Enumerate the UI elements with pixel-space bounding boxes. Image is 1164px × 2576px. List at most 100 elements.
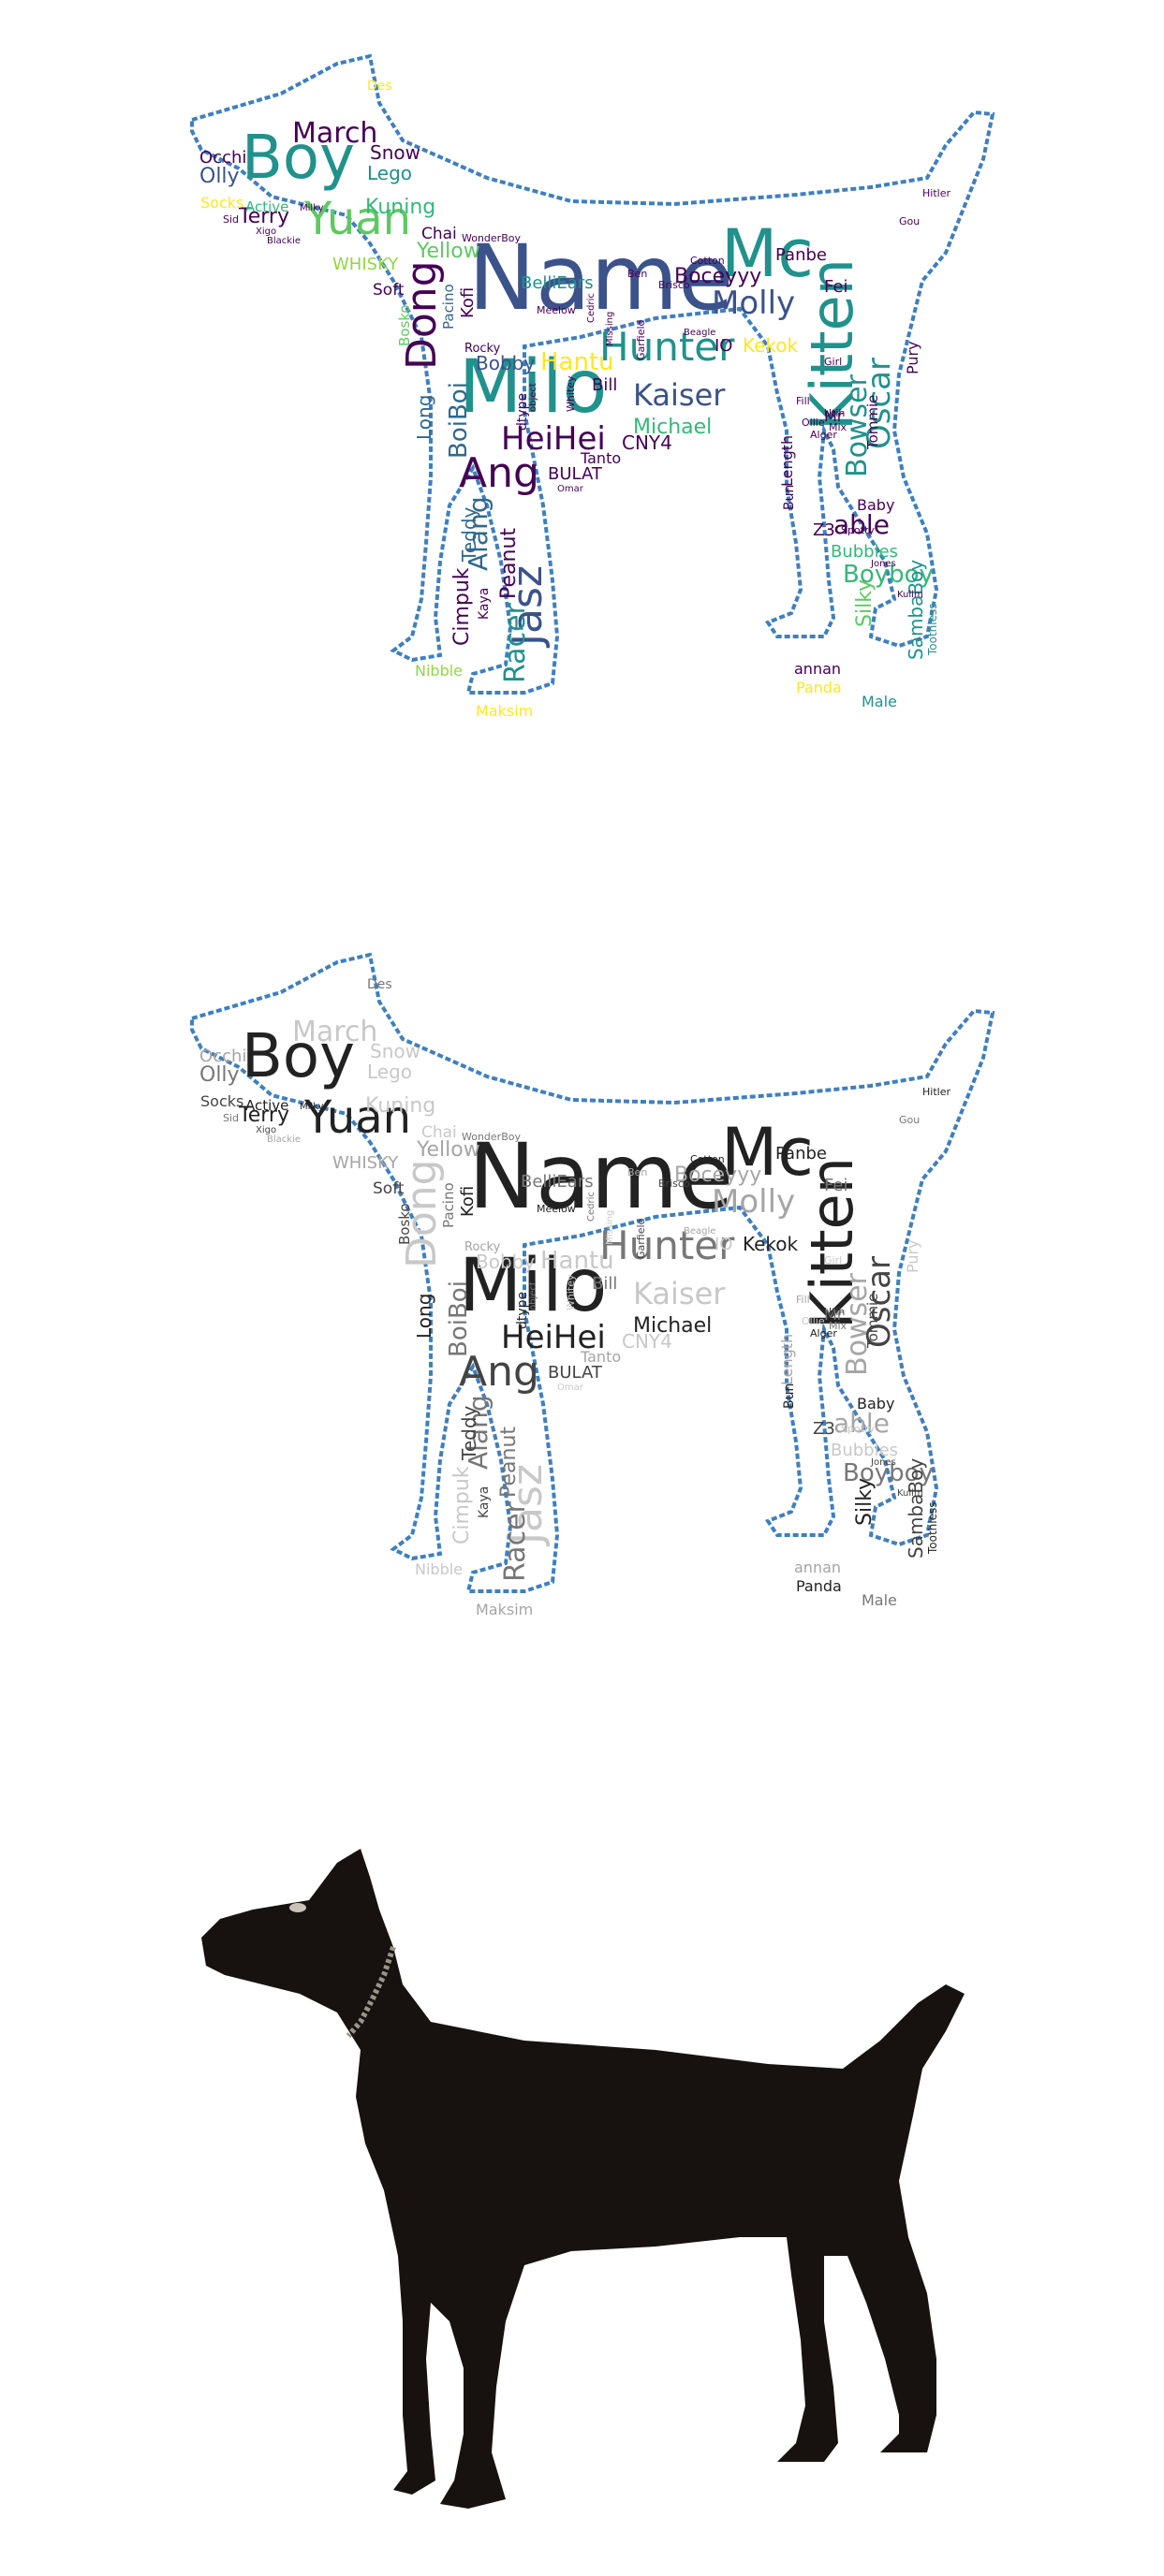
word-cloud-word: object bbox=[528, 1281, 538, 1310]
word-cloud-word: Length bbox=[778, 435, 796, 487]
word-cloud-word: Yellow bbox=[416, 1138, 480, 1162]
word-cloud-word: Bobby bbox=[476, 352, 535, 374]
word-cloud-word: Whitey bbox=[565, 1274, 577, 1310]
word-cloud-word: Nibble bbox=[415, 1560, 463, 1578]
dog-outline bbox=[190, 53, 995, 695]
word-cloud-word: Mr bbox=[824, 407, 844, 425]
word-cloud-word: Pury bbox=[904, 341, 921, 374]
word-cloud-word: Fei bbox=[824, 277, 847, 297]
word-cloud-word: Bun bbox=[782, 1383, 797, 1409]
word-cloud-word: Sid bbox=[223, 1112, 239, 1124]
word-cloud-word: Soft bbox=[373, 1179, 405, 1198]
word-cloud-word: Name bbox=[468, 1124, 733, 1229]
word-cloud-word: Jones bbox=[870, 1457, 896, 1468]
dog-eye bbox=[289, 1903, 306, 1912]
word-cloud-word: Name bbox=[468, 226, 733, 330]
word-cloud-word: WonderBoy bbox=[462, 1131, 521, 1143]
word-cloud-word: Active bbox=[245, 1097, 288, 1114]
word-cloud-word: BelliEars bbox=[521, 1172, 594, 1192]
word-cloud-word: Missing bbox=[605, 312, 615, 346]
word-cloud-word: Milo bbox=[459, 1244, 607, 1328]
word-cloud-word: Oscar bbox=[861, 1256, 898, 1348]
word-cloud-word: Missing bbox=[605, 1210, 615, 1245]
word-cloud-word: Bowser bbox=[841, 373, 874, 477]
word-cloud-word: Fill bbox=[796, 1294, 810, 1306]
word-cloud-word: Mix bbox=[829, 1320, 847, 1332]
word-cloud-word: Kekok bbox=[743, 1233, 799, 1255]
word-cloud-word: Bun bbox=[782, 485, 797, 510]
word-cloud-word: Cotton bbox=[690, 255, 725, 267]
word-cloud-word: Ollie bbox=[802, 1315, 825, 1327]
word-cloud-word: Hantu bbox=[540, 1247, 614, 1275]
word-cloud-word: Yuan bbox=[303, 193, 411, 245]
word-cloud-word: Garfield bbox=[635, 1218, 647, 1259]
word-cloud-word: Hunter bbox=[599, 324, 735, 370]
word-cloud-word: Teddy bbox=[458, 506, 480, 563]
word-cloud-word: Tommie bbox=[864, 395, 881, 450]
word-cloud-word: Meelow bbox=[537, 1203, 576, 1215]
word-cloud-word: Panbe bbox=[775, 245, 827, 265]
word-cloud-word: Bosko bbox=[396, 304, 413, 346]
word-cloud-word: Kulim bbox=[897, 1488, 923, 1499]
word-cloud-word: Kuning bbox=[365, 196, 435, 219]
word-cloud-word: Milky bbox=[300, 203, 324, 213]
word-cloud-word: Blackie bbox=[267, 236, 301, 246]
word-cloud-word: BelliEars bbox=[521, 273, 594, 293]
word-cloud-word: IO bbox=[715, 336, 732, 356]
word-cloud-word: Racer bbox=[499, 602, 532, 683]
word-cloud-word: Occhi bbox=[199, 1046, 246, 1066]
word-cloud-word: Olly bbox=[199, 165, 240, 188]
word-cloud-word: Length bbox=[778, 1334, 796, 1385]
word-cloud-word: Peanut bbox=[497, 1427, 521, 1498]
word-cloud-word: Silky bbox=[853, 1478, 877, 1526]
word-cloud-word: Spotty bbox=[841, 1423, 875, 1435]
word-cloud-word: Long bbox=[413, 395, 435, 440]
word-cloud-word: Girl bbox=[824, 356, 842, 368]
word-cloud-word: Utih bbox=[824, 1306, 845, 1318]
word-cloud-word: Boy bbox=[242, 124, 355, 193]
word-cloud-word: Panda bbox=[796, 1577, 842, 1595]
word-cloud-word: Kaiser bbox=[633, 377, 726, 413]
word-cloud-word: Boy bbox=[242, 1022, 355, 1091]
word-cloud-word: Kitten bbox=[798, 1157, 866, 1329]
word-cloud-word: Jones bbox=[870, 559, 896, 569]
word-cloud-word: Brisco bbox=[658, 1178, 690, 1190]
word-cloud-word: Boyboy bbox=[843, 561, 934, 589]
word-cloud-word: Socks bbox=[200, 194, 243, 212]
word-cloud-word: March bbox=[292, 117, 377, 150]
word-cloud-word: Ben bbox=[627, 268, 647, 280]
dog-body bbox=[201, 1849, 965, 2509]
word-cloud-word: Bubbles bbox=[831, 1441, 898, 1460]
word-cloud-word: dtype bbox=[515, 393, 530, 431]
word-cloud-word: Rocky bbox=[464, 342, 501, 356]
dog-collar bbox=[346, 1946, 396, 2038]
word-cloud-word: Chai bbox=[421, 1123, 457, 1142]
word-cloud-word: Bosko bbox=[396, 1203, 413, 1245]
word-cloud-word: Xigo bbox=[256, 227, 276, 237]
word-cloud-word: Bobby bbox=[476, 1251, 535, 1273]
word-cloud-word: BoiBoi bbox=[445, 1281, 473, 1357]
word-cloud-word: Tanto bbox=[580, 449, 621, 467]
word-cloud-word: Mr bbox=[824, 1306, 844, 1324]
word-cloud-word: Girl bbox=[824, 1254, 842, 1266]
word-cloud-word: Kekok bbox=[743, 334, 799, 357]
word-cloud-word: Maksim bbox=[476, 702, 533, 720]
word-cloud-word: Beagle bbox=[684, 1226, 715, 1237]
word-cloud-word: Olly bbox=[199, 1063, 240, 1087]
word-cloud-word: Cotton bbox=[690, 1153, 725, 1165]
word-cloud-word: Molly bbox=[712, 285, 795, 322]
word-cloud-word: Nibble bbox=[415, 662, 463, 680]
word-cloud-word: Toothless bbox=[926, 1501, 939, 1555]
word-cloud-word: Cedric bbox=[586, 1192, 597, 1222]
word-cloud-word: Des bbox=[367, 79, 392, 94]
word-cloud-word: Utih bbox=[824, 407, 845, 419]
word-cloud-word: Kulim bbox=[897, 590, 923, 600]
word-cloud-word: Sid bbox=[223, 213, 239, 226]
word-cloud-word: Brisco bbox=[658, 279, 690, 291]
word-cloud-word: Cedric bbox=[586, 293, 597, 323]
word-cloud-word: Boyboy bbox=[843, 1459, 934, 1487]
word-cloud-word: Panda bbox=[796, 679, 842, 696]
word-cloud-word: Fei bbox=[824, 1176, 847, 1195]
word-cloud-word: Whitey bbox=[565, 375, 577, 412]
